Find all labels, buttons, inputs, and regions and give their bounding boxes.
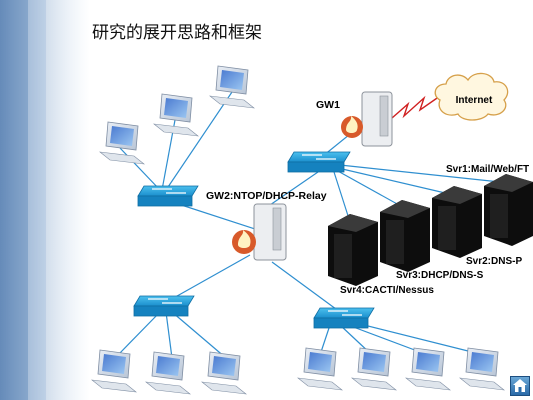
internet-link-icon <box>391 95 441 119</box>
gw2-device <box>232 203 287 261</box>
svr1-label: Svr1:Mail/Web/FT <box>446 164 529 175</box>
gw2-label: GW2:NTOP/DHCP-Relay <box>206 190 327 202</box>
server-svr4 <box>328 214 378 286</box>
cloud-icon <box>434 72 509 121</box>
workstation <box>200 351 248 395</box>
switch-bottom-right <box>313 307 375 329</box>
workstation <box>152 93 200 137</box>
workstation <box>296 347 344 391</box>
svr3-label: Svr3:DHCP/DNS-S <box>396 270 484 281</box>
server-svr1 <box>484 174 533 246</box>
internet-label: Internet <box>456 95 493 106</box>
switch-top <box>287 151 351 173</box>
workstation <box>458 347 506 391</box>
left-decor-panel <box>0 0 90 400</box>
workstation <box>208 65 256 109</box>
slide-title: 研究的展开思路和框架 <box>92 23 262 43</box>
workstation <box>350 347 398 391</box>
workstation <box>90 349 138 393</box>
server-svr3 <box>380 200 430 272</box>
workstation <box>404 347 452 391</box>
workstation <box>98 121 146 165</box>
svr2-label: Svr2:DNS-P <box>466 256 522 267</box>
workstation <box>144 351 192 395</box>
internet-cloud <box>391 72 509 121</box>
network-links <box>117 91 501 359</box>
home-button[interactable] <box>510 376 530 396</box>
svr4-label: Svr4:CACTI/Nessus <box>340 285 434 296</box>
switch-bottom-left <box>133 295 195 317</box>
gw1-device <box>341 91 393 147</box>
switch-left <box>137 185 199 207</box>
home-icon <box>513 379 527 392</box>
server-svr2 <box>432 186 482 258</box>
gw1-label: GW1 <box>316 99 340 111</box>
